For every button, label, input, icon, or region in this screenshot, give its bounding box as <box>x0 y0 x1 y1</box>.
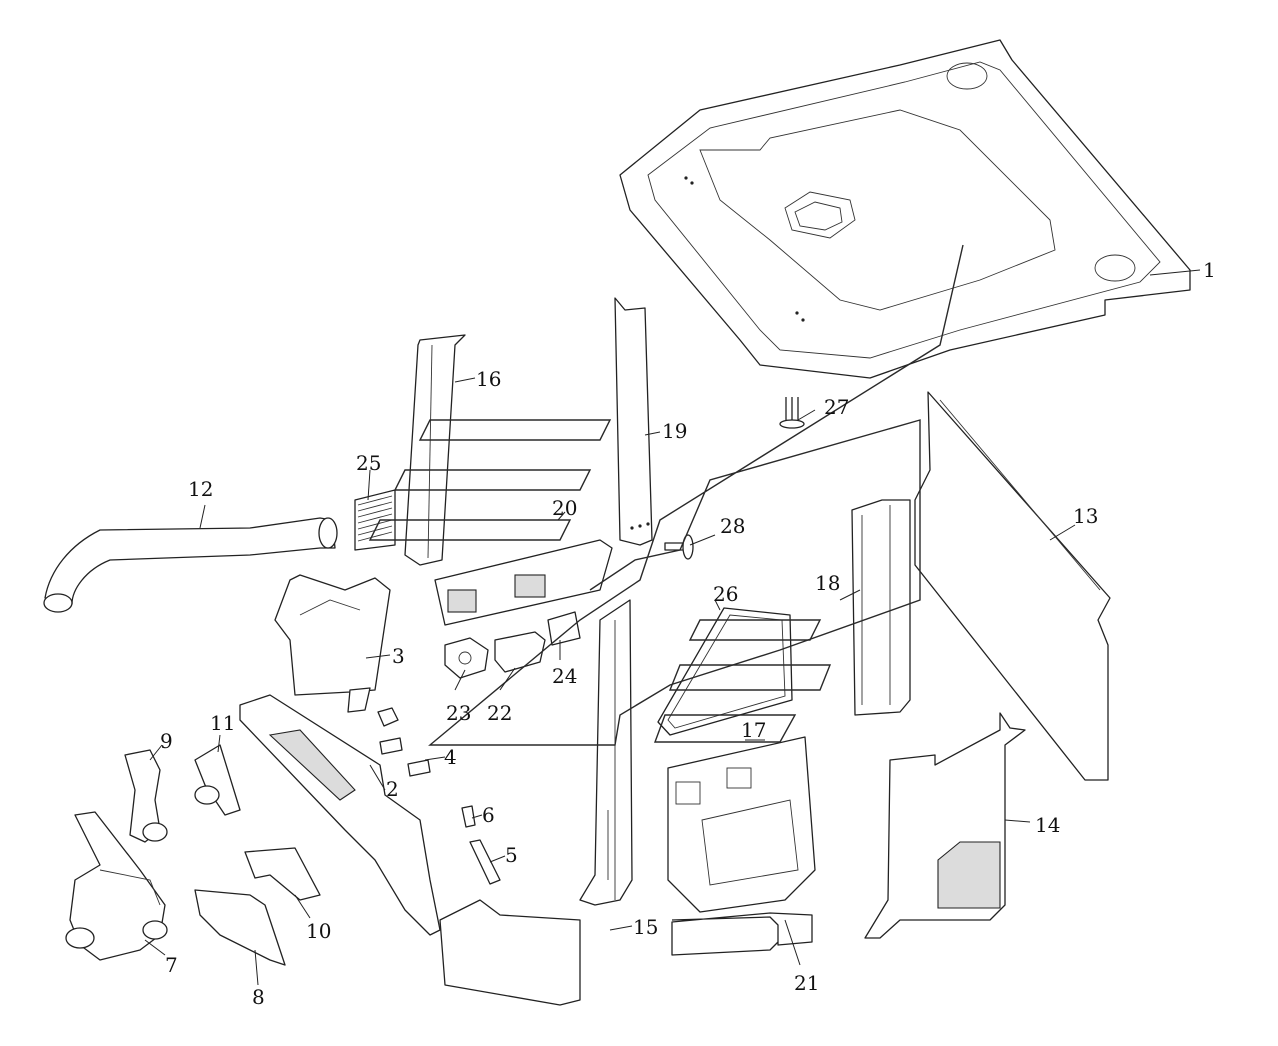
part-27-clip <box>779 397 805 429</box>
part-10-duct-funnel <box>244 847 321 901</box>
callout-22: 22 <box>487 701 512 725</box>
callout-4: 4 <box>444 745 457 769</box>
part-22-cover <box>494 631 546 673</box>
part-17-window-panel <box>667 736 816 913</box>
callout-8: 8 <box>252 985 265 1009</box>
callout-6: 6 <box>482 803 495 827</box>
callout-12: 12 <box>188 477 213 501</box>
part-24-switch <box>547 611 581 646</box>
part-6-plug <box>461 805 476 828</box>
part-8-duct-funnel <box>194 889 286 966</box>
part-28-fastener <box>664 534 694 560</box>
part-14-lower-trim <box>864 712 1026 939</box>
part-9-duct-elbow <box>124 749 168 843</box>
callout-18: 18 <box>815 571 840 595</box>
watermark-logo <box>368 244 964 746</box>
callout-7: 7 <box>165 953 178 977</box>
leader-lines <box>144 269 1201 986</box>
callout-26: 26 <box>713 582 738 606</box>
part-16-upper-pillar <box>404 334 466 566</box>
callout-5: 5 <box>505 843 518 867</box>
callout-28: 28 <box>720 514 745 538</box>
part-4-clips <box>347 687 431 777</box>
callout-15: 15 <box>633 915 658 939</box>
part-19-pillar-strip <box>614 297 653 546</box>
callout-20: 20 <box>552 496 577 520</box>
callout-3: 3 <box>392 644 405 668</box>
callout-10: 10 <box>306 919 331 943</box>
part-7-blower-unit <box>65 811 168 961</box>
callout-1: 1 <box>1203 258 1216 282</box>
part-23-connector <box>444 637 489 679</box>
part-5-strip <box>469 839 501 885</box>
part-21-sill-strip <box>671 912 813 956</box>
part-15-a-pillar-trim <box>579 599 633 906</box>
callout-2: 2 <box>386 777 399 801</box>
callout-13: 13 <box>1073 504 1098 528</box>
callout-11: 11 <box>210 711 235 735</box>
callout-14: 14 <box>1035 813 1060 837</box>
part-13-rear-panel <box>914 391 1111 781</box>
callout-27: 27 <box>824 395 849 419</box>
callout-25: 25 <box>356 451 381 475</box>
part-3-bracket-panel <box>274 574 391 696</box>
callout-23: 23 <box>446 701 471 725</box>
part-12-air-duct-hose <box>43 517 338 613</box>
callout-16: 16 <box>476 367 501 391</box>
part-1-roof-headliner <box>619 39 1191 379</box>
callout-17: 17 <box>741 718 766 742</box>
callout-21: 21 <box>794 971 819 995</box>
callout-9: 9 <box>160 729 173 753</box>
callout-24: 24 <box>552 664 577 688</box>
part-18-pillar-trim <box>851 499 911 716</box>
part-lower-center-trim <box>439 899 581 1006</box>
part-25-vent-grille <box>354 489 396 551</box>
callout-19: 19 <box>662 419 687 443</box>
callout-labels: 1 2 3 4 5 6 7 8 9 10 11 12 13 14 15 16 1… <box>160 258 1216 1009</box>
part-11-duct-elbow <box>194 744 241 816</box>
part-20-switch-panel <box>434 539 613 626</box>
part-2-vent-housing <box>239 694 441 936</box>
